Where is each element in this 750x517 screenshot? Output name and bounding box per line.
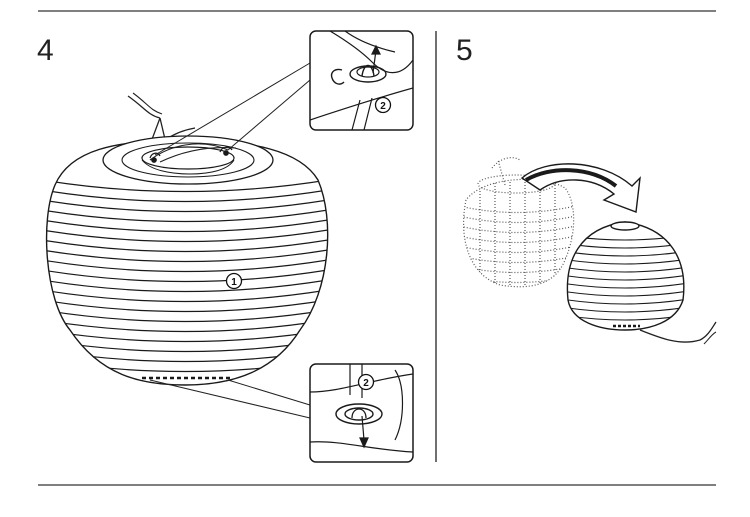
inset-detail-top: 2 [309,30,414,131]
move-arrow [520,163,641,213]
paper-lamp-shade-step5 [566,221,685,331]
paper-lamp-shade [45,135,329,386]
step-number-5: 5 [456,34,473,67]
step-number-4: 4 [37,34,54,67]
step-4-illustration: 1 [45,62,329,419]
callout-2-top: 2 [380,101,386,112]
callout-2-bottom: 2 [363,378,369,389]
callout-1: 1 [231,277,237,288]
wire-hanger [127,95,196,159]
inset-detail-bottom: 2 [309,363,414,463]
power-cord [639,321,717,343]
step-5-illustration [463,157,717,345]
